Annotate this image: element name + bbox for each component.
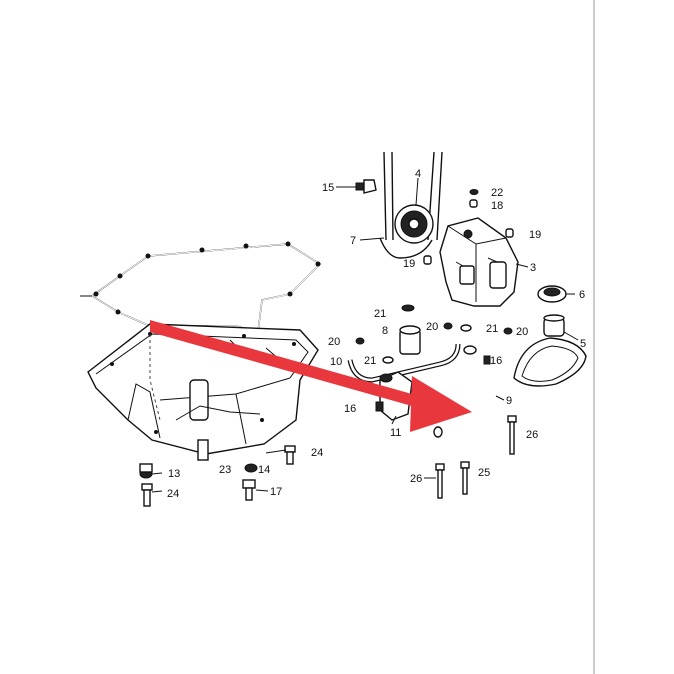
part-number-labels: 15 4 22 18 19 7 19 3 6 21 20 21 8 20 5 2… xyxy=(167,168,586,500)
part-label: 23 xyxy=(219,464,231,476)
part-label: 16 xyxy=(344,403,356,415)
part-label: 21 xyxy=(374,308,386,320)
part-label: 24 xyxy=(311,447,323,459)
part-label: 11 xyxy=(390,427,401,439)
part-label: 19 xyxy=(529,229,541,241)
part-label: 20 xyxy=(516,326,528,338)
oil-pan-gasket xyxy=(90,241,322,335)
bolt-24-right xyxy=(284,445,296,465)
part-label: 8 xyxy=(382,325,388,337)
part-label: 6 xyxy=(579,289,585,301)
part-label: 10 xyxy=(330,356,342,368)
part-label: 26 xyxy=(410,473,422,485)
part-label: 4 xyxy=(415,168,421,180)
oil-pipe-left xyxy=(347,343,461,383)
part-label: 13 xyxy=(168,468,180,480)
part-label: 3 xyxy=(530,262,536,274)
leader-lines xyxy=(80,177,579,493)
part-label: 24 xyxy=(167,488,179,500)
washer-14 xyxy=(244,463,258,473)
bolt-17 xyxy=(242,479,256,501)
part-label: 14 xyxy=(258,464,270,476)
oil-strainer xyxy=(513,314,587,387)
bolt-26-right xyxy=(507,415,517,455)
part-label: 15 xyxy=(322,182,334,194)
part-label: 25 xyxy=(478,467,490,479)
bolt-24-left xyxy=(141,483,153,507)
part-label: 9 xyxy=(506,395,512,407)
part-label: 7 xyxy=(350,235,356,247)
oil-pump xyxy=(439,217,519,307)
cam-chain xyxy=(379,151,443,259)
part-label: 21 xyxy=(486,323,498,335)
bolts-16 xyxy=(375,355,491,412)
seal-ring xyxy=(537,285,567,303)
highlight-arrow xyxy=(150,320,472,432)
part-label: 20 xyxy=(426,321,438,333)
part-label: 20 xyxy=(328,336,340,348)
part-label: 22 xyxy=(491,187,503,199)
washers-small xyxy=(423,189,514,265)
part-label: 16 xyxy=(490,355,502,367)
part-label: 18 xyxy=(491,200,503,212)
oil-pressure-switch xyxy=(355,179,377,194)
part-label: 17 xyxy=(270,486,282,498)
bolt-25 xyxy=(460,461,470,495)
filter-element xyxy=(399,304,421,355)
part-label: 19 xyxy=(403,258,415,270)
o-rings xyxy=(355,322,513,364)
bolt-26-left xyxy=(435,463,445,499)
part-label: 5 xyxy=(580,338,586,350)
drain-bolt xyxy=(139,463,153,479)
sprocket xyxy=(394,204,434,244)
part-label: 26 xyxy=(526,429,538,441)
part-label: 21 xyxy=(364,355,376,367)
